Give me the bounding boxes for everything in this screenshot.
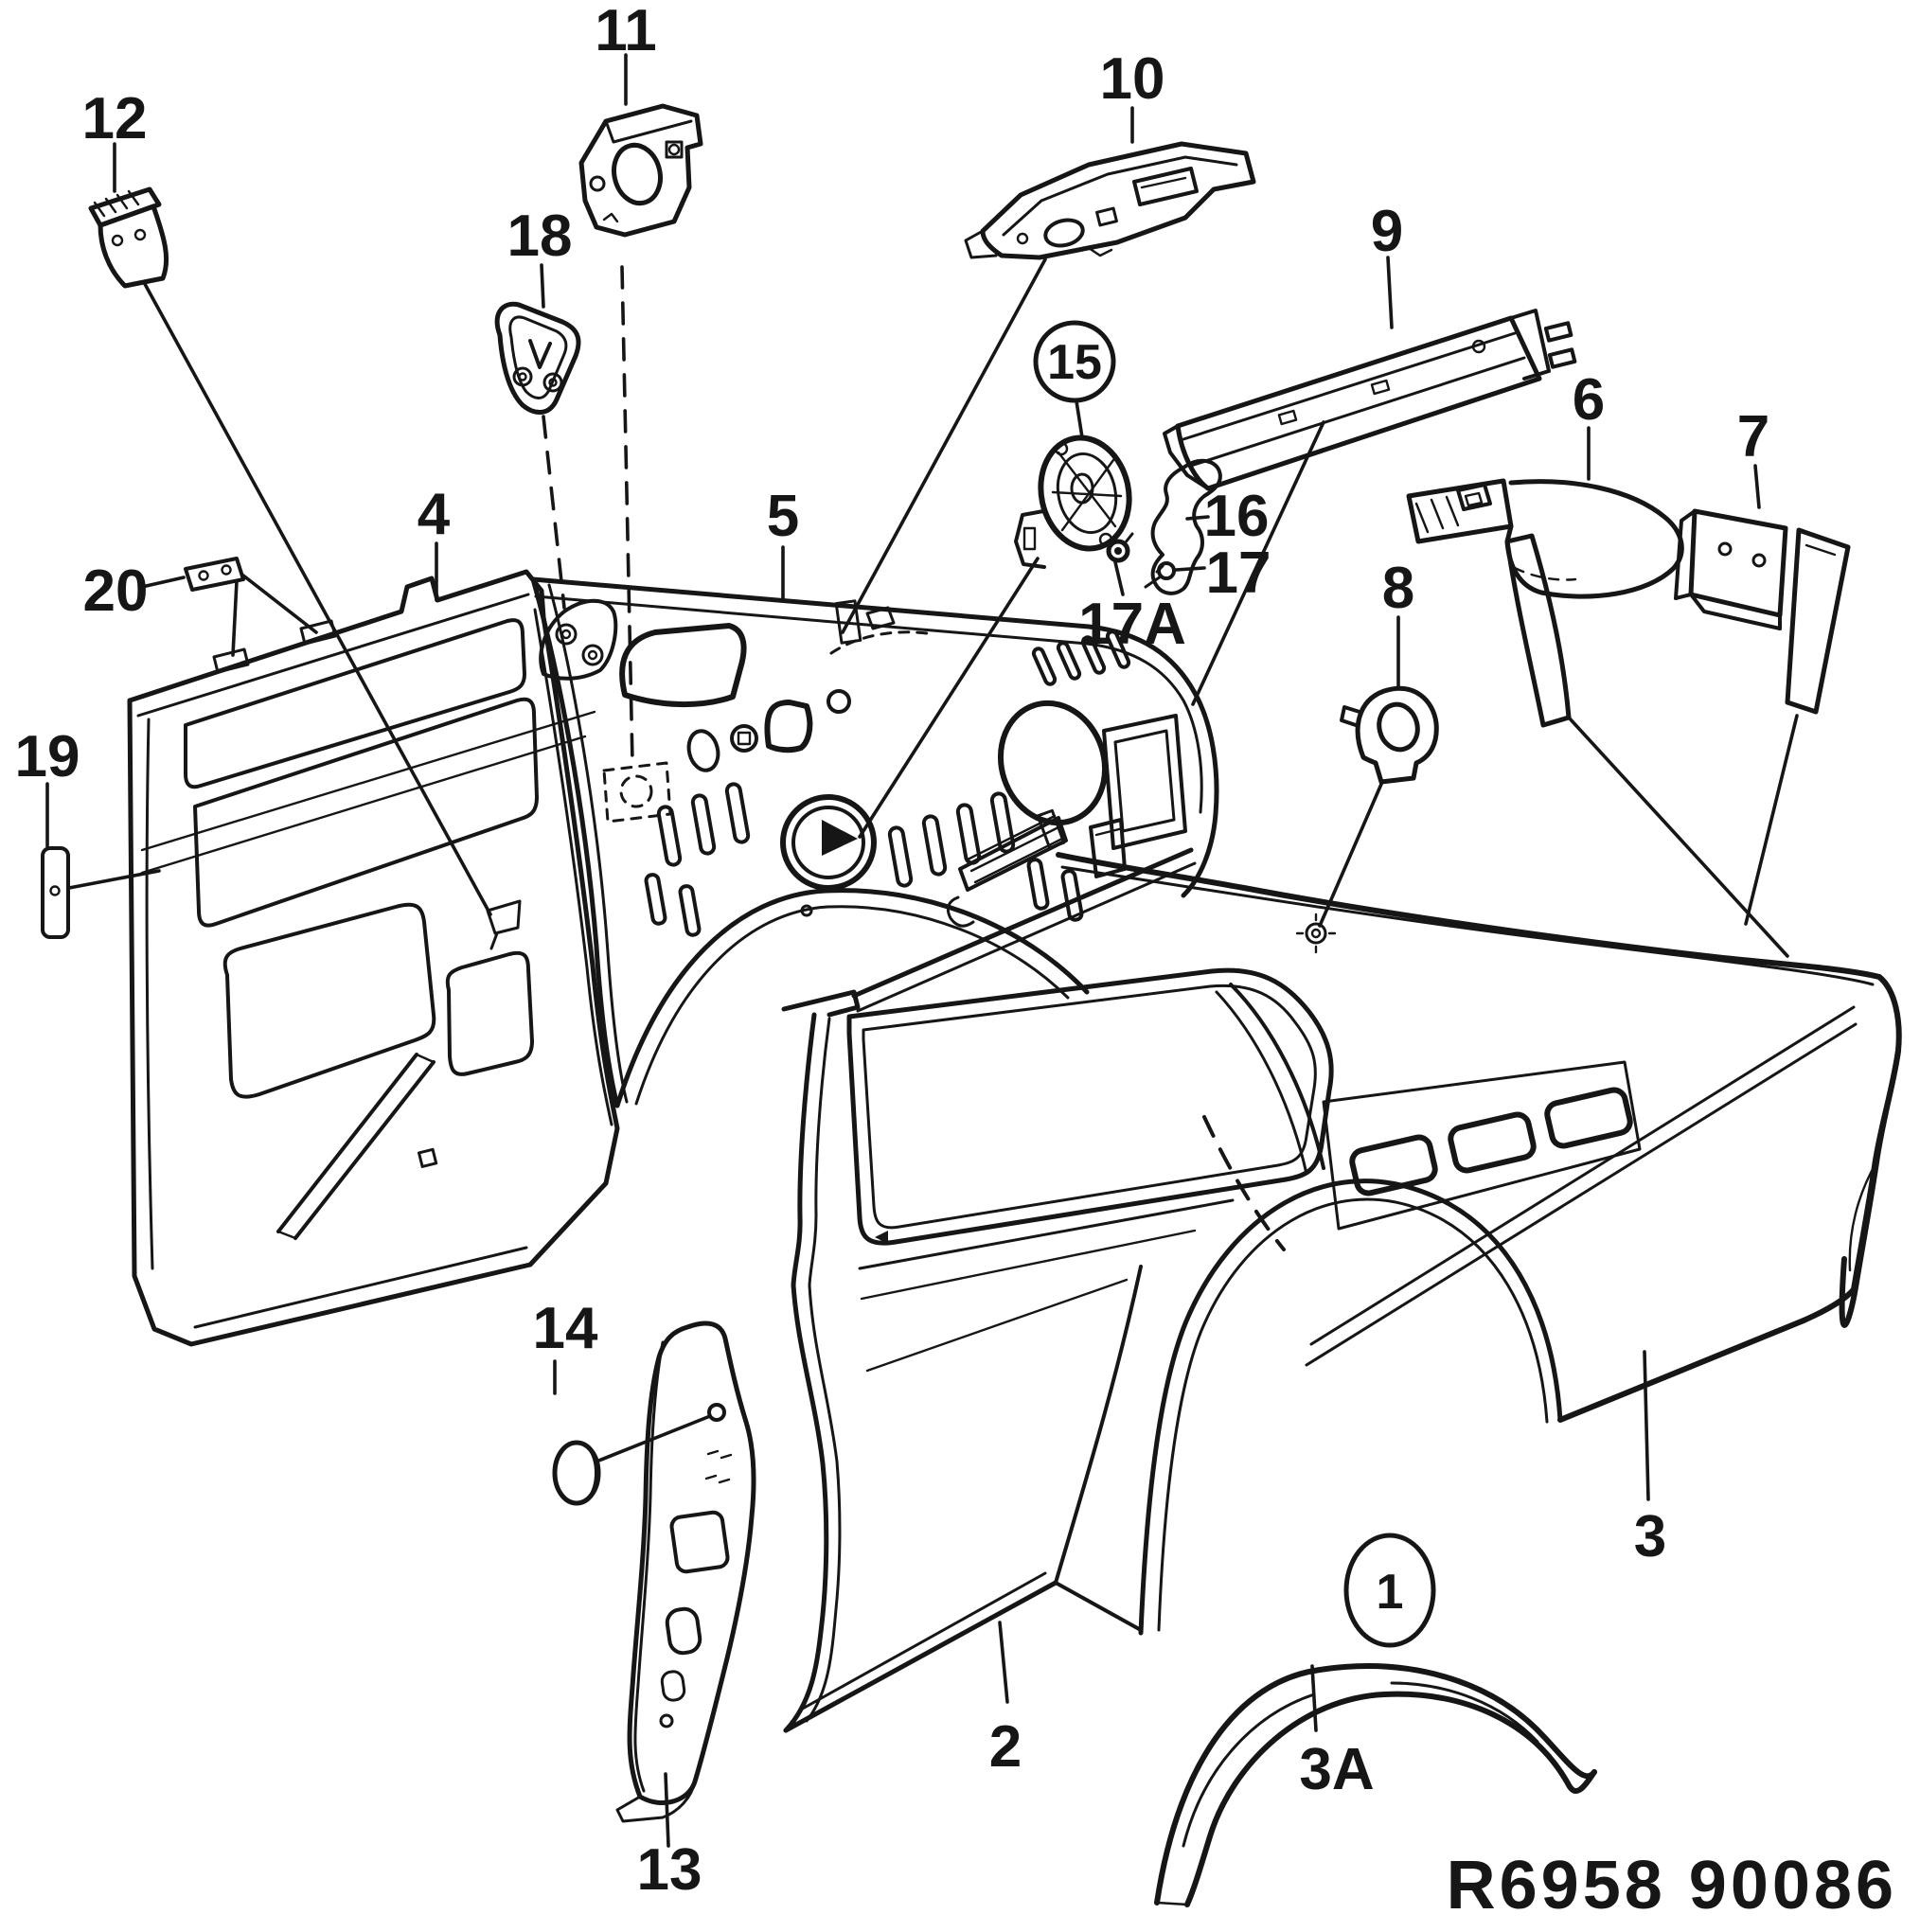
- reinforcement-plate-part-10: [964, 141, 1256, 260]
- inner-body-side-panel: [127, 569, 620, 1347]
- callout-10: 10: [1100, 46, 1165, 112]
- grommet-plate-installed-position: [602, 761, 672, 824]
- callout-16: 16: [1204, 484, 1270, 549]
- callout-13: 13: [637, 1837, 702, 1903]
- clip-installed-position: [1295, 913, 1337, 954]
- callout-3a: 3A: [1299, 1737, 1374, 1802]
- callout-9: 9: [1371, 199, 1403, 264]
- callout-5: 5: [767, 484, 799, 549]
- callout-17: 17: [1206, 541, 1271, 606]
- strip-part-19: [41, 846, 70, 939]
- drawing-ref-code: R6958 90086: [1447, 1848, 1897, 1923]
- vent-slots: [644, 629, 1131, 937]
- callout-11: 11: [595, 0, 657, 63]
- callout-1-circled: 1: [1343, 1533, 1436, 1648]
- screw-part-17: [1144, 561, 1176, 589]
- callout-7: 7: [1737, 404, 1769, 470]
- quarter-panel-front-section: [781, 808, 1334, 1733]
- sill-rail-part-9: [1163, 309, 1577, 491]
- leader-lines: [45, 53, 1799, 1848]
- install-arrow: [822, 820, 858, 856]
- wheel-arch-trim: [1154, 1663, 1597, 1907]
- inner-wheelhouse-panel: [530, 576, 1219, 1108]
- callout-12: 12: [82, 86, 148, 151]
- callout-14: 14: [533, 1296, 598, 1361]
- callout-8: 8: [1382, 556, 1414, 621]
- callout-4: 4: [418, 482, 451, 547]
- outer-quarter-panel: [1054, 852, 1902, 1636]
- callout-17a: 17A: [1078, 592, 1186, 657]
- plate-part-20: [184, 557, 245, 592]
- quarter-panel-louvers: [1349, 1087, 1633, 1196]
- pillar-reinforcement-part-13: [615, 1320, 756, 1823]
- grommet-part-17a: [1106, 532, 1134, 563]
- clip-part-8: [1340, 685, 1439, 785]
- callout-2: 2: [989, 1714, 1022, 1780]
- callout-6: 6: [1573, 367, 1605, 433]
- sail-panel-part-6: [1406, 478, 1684, 728]
- plug-part-14: [552, 1440, 601, 1506]
- filler-pocket-bracket: [946, 808, 1068, 928]
- callout-3: 3: [1634, 1504, 1666, 1569]
- svg-text:1: 1: [1377, 1565, 1404, 1620]
- callout-20: 20: [83, 558, 149, 624]
- plate-part-11: [578, 103, 703, 238]
- fuel-filler-housing-part-15: [1014, 434, 1132, 569]
- bracket-part-7: [1674, 508, 1851, 715]
- callout-labels: 12 11 18 10 9 4 5 20 19 6 7 8 16 17 17A …: [15, 0, 1770, 1903]
- callout-19: 19: [15, 724, 80, 789]
- svg-text:15: 15: [1047, 335, 1102, 390]
- grommet-part-18: [494, 301, 581, 415]
- callout-15-circled: 15: [1033, 320, 1116, 403]
- callout-18: 18: [507, 204, 573, 269]
- spring-bracket-part-16: [1150, 458, 1222, 595]
- bracket-part-12: [88, 186, 169, 289]
